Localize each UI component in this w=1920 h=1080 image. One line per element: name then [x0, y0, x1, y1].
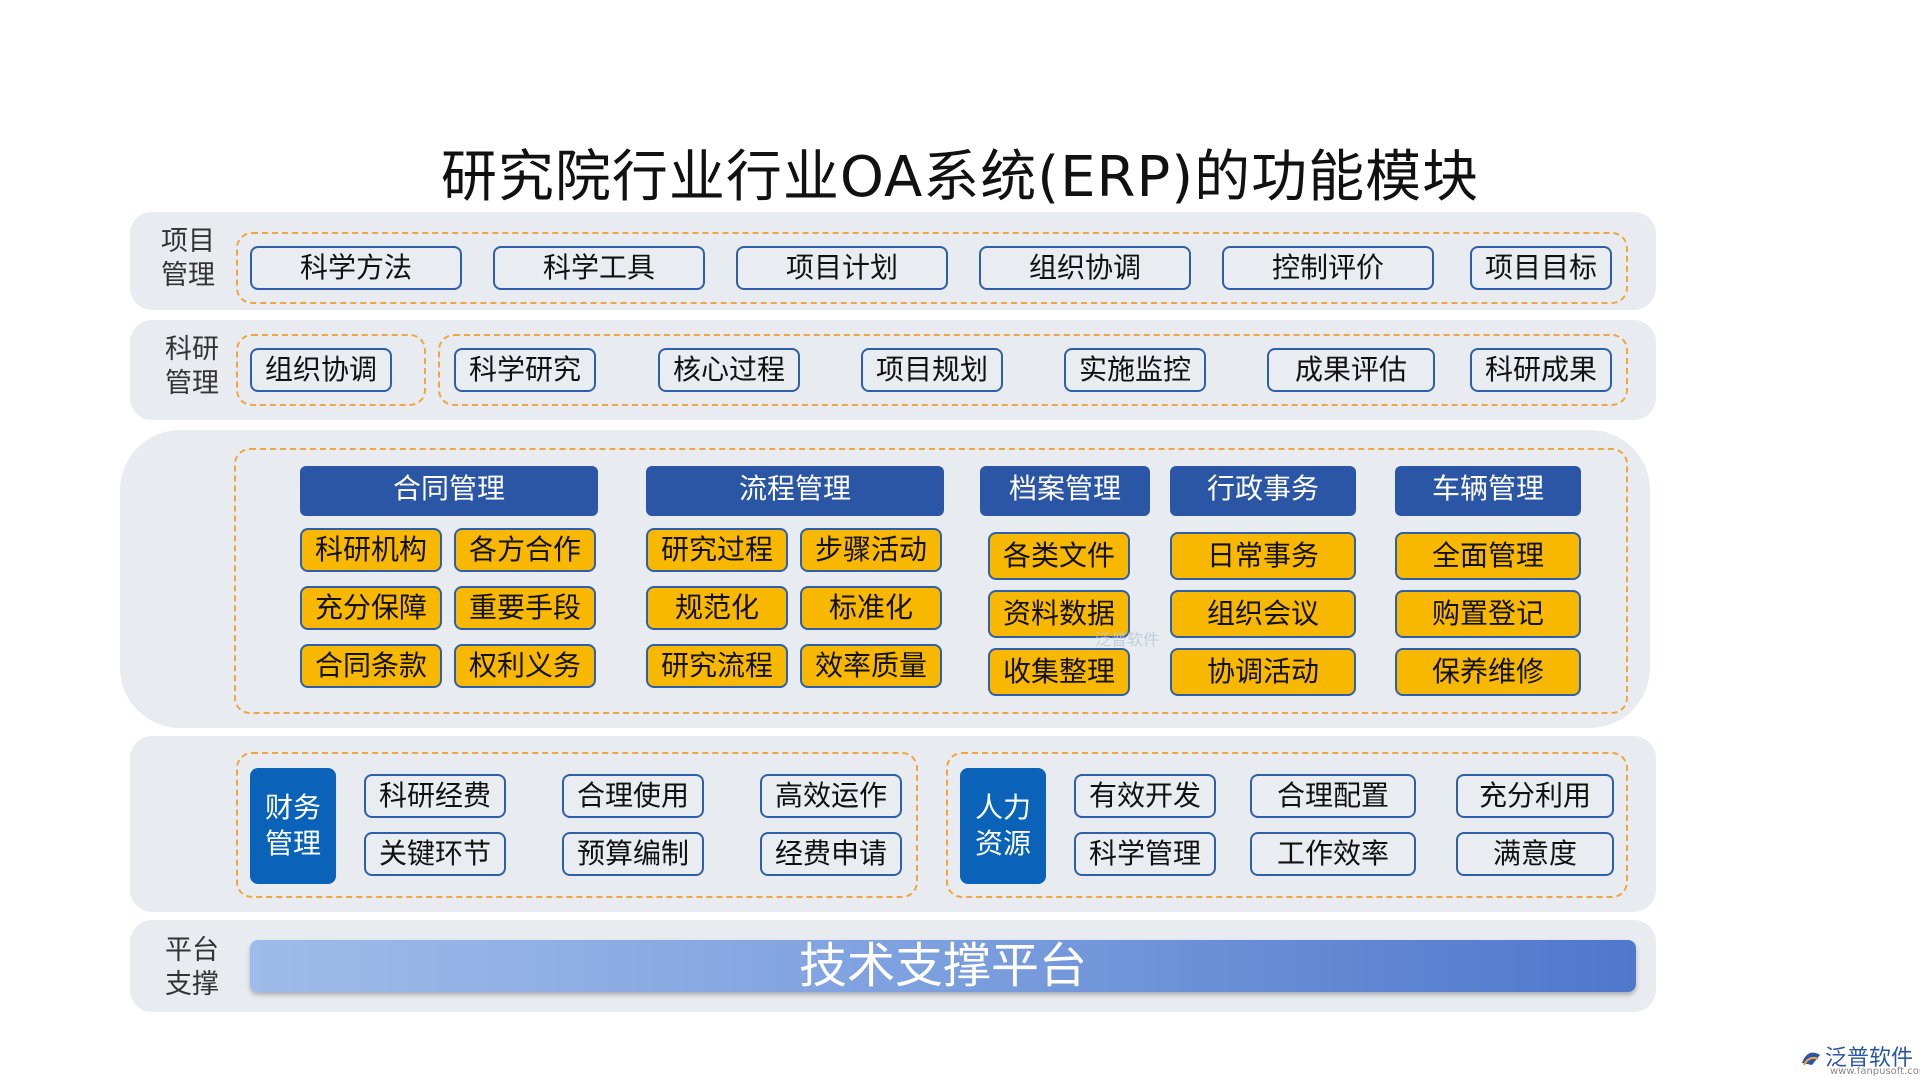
module-item: 研究流程	[646, 644, 788, 688]
module-header: 行政事务	[1170, 466, 1356, 516]
module-item: 标准化	[800, 586, 942, 630]
project-item: 项目目标	[1470, 246, 1612, 290]
hr-item: 合理配置	[1250, 774, 1416, 818]
finance-item: 科研经费	[364, 774, 506, 818]
module-item: 权利义务	[454, 644, 596, 688]
finance-tag: 财务 管理	[250, 768, 336, 884]
project-item: 控制评价	[1222, 246, 1434, 290]
module-item: 充分保障	[300, 586, 442, 630]
module-item: 组织会议	[1170, 590, 1356, 638]
hr-item: 满意度	[1456, 832, 1614, 876]
watermark: 泛普软件	[1095, 630, 1160, 649]
hr-group	[946, 752, 1628, 898]
brand-logo: 泛普软件 www.fanpusoft.com	[1800, 1040, 1920, 1077]
module-item: 资料数据	[988, 590, 1130, 638]
research-item: 项目规划	[861, 348, 1003, 392]
module-item: 保养维修	[1395, 648, 1581, 696]
finance-item: 经费申请	[760, 832, 902, 876]
modules-group	[234, 448, 1628, 714]
module-item: 效率质量	[800, 644, 942, 688]
hr-tag: 人力 资源	[960, 768, 1046, 884]
brand-logo-url: www.fanpusoft.com	[1830, 1066, 1920, 1077]
page-title: 研究院行业行业OA系统(ERP)的功能模块	[440, 145, 1480, 210]
module-item: 合同条款	[300, 644, 442, 688]
project-item: 科学工具	[493, 246, 705, 290]
module-item: 日常事务	[1170, 532, 1356, 580]
module-item: 各类文件	[988, 532, 1130, 580]
research-item: 核心过程	[658, 348, 800, 392]
hr-item: 充分利用	[1456, 774, 1614, 818]
module-header: 合同管理	[300, 466, 598, 516]
brand-logo-icon	[1802, 1052, 1820, 1066]
module-item: 全面管理	[1395, 532, 1581, 580]
module-item: 收集整理	[988, 648, 1130, 696]
finance-group	[236, 752, 918, 898]
research-item: 实施监控	[1064, 348, 1206, 392]
module-item: 重要手段	[454, 586, 596, 630]
brand-logo-name: 泛普软件	[1825, 1046, 1914, 1071]
module-item: 各方合作	[454, 528, 596, 572]
research-management-label: 科研 管理	[165, 334, 219, 399]
module-header: 车辆管理	[1395, 466, 1581, 516]
module-item: 步骤活动	[800, 528, 942, 572]
hr-item: 有效开发	[1074, 774, 1216, 818]
module-item: 研究过程	[646, 528, 788, 572]
module-item: 协调活动	[1170, 648, 1356, 696]
finance-item: 高效运作	[760, 774, 902, 818]
research-left-group	[236, 334, 426, 406]
module-header: 流程管理	[646, 466, 944, 516]
technical-support-platform-bar: 技术支撑平台	[250, 940, 1636, 992]
project-management-group	[236, 232, 1628, 304]
platform-label: 平台 支撑	[165, 935, 219, 1000]
module-item: 购置登记	[1395, 590, 1581, 638]
module-header: 档案管理	[980, 466, 1150, 516]
module-item: 科研机构	[300, 528, 442, 572]
research-item: 成果评估	[1267, 348, 1435, 392]
hr-item: 科学管理	[1074, 832, 1216, 876]
finance-hr-panel	[130, 736, 1656, 912]
research-right-group	[438, 334, 1628, 406]
project-item: 组织协调	[979, 246, 1191, 290]
research-item: 科学研究	[454, 348, 596, 392]
research-left-chip: 组织协调	[250, 348, 392, 392]
project-item: 科学方法	[250, 246, 462, 290]
hr-item: 工作效率	[1250, 832, 1416, 876]
finance-item: 合理使用	[562, 774, 704, 818]
project-item: 项目计划	[736, 246, 948, 290]
finance-item: 预算编制	[562, 832, 704, 876]
research-item: 科研成果	[1470, 348, 1612, 392]
module-item: 规范化	[646, 586, 788, 630]
finance-item: 关键环节	[364, 832, 506, 876]
project-management-label: 项目 管理	[161, 226, 215, 291]
